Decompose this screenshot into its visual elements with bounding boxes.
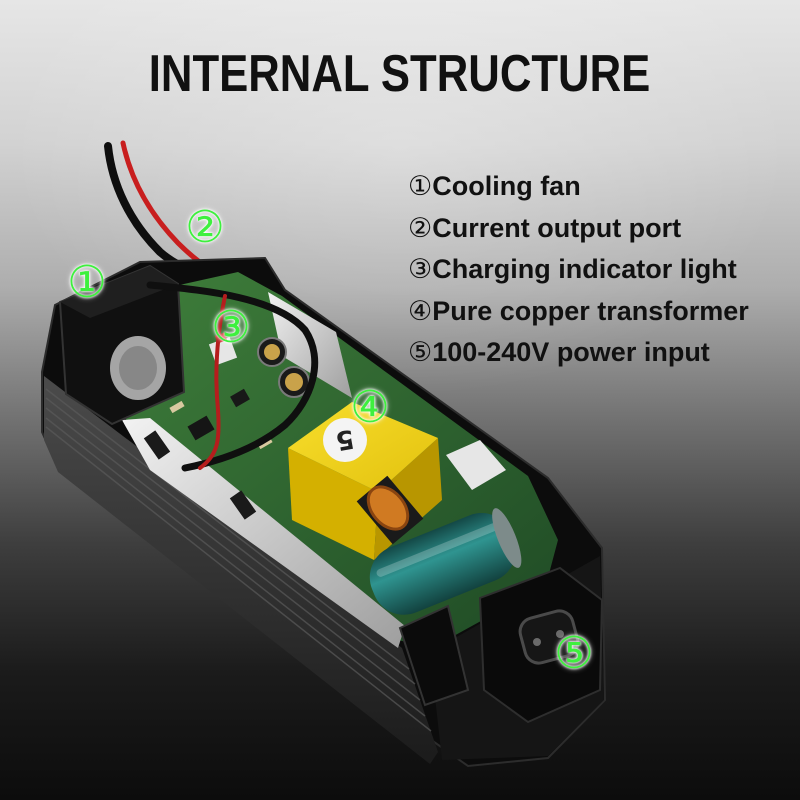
transformer-sticker [323, 418, 367, 462]
callout-indicator-light: ③ [211, 302, 251, 353]
transistor [229, 490, 257, 520]
transformer-mark: 5 [333, 423, 356, 456]
internal-black-wire [146, 281, 319, 472]
feature-marker: ③ [408, 254, 433, 285]
capacitor-top [285, 373, 303, 391]
feature-label: Charging indicator light [432, 254, 737, 284]
copper-coil [366, 485, 410, 531]
feature-item-indicator-light: ③Charging indicator light [408, 249, 749, 291]
emi-filter-block [398, 604, 470, 707]
feature-marker: ② [408, 212, 433, 244]
page-title: INTERNAL STRUCTURE [149, 45, 651, 103]
heat-sink-strip [122, 418, 405, 648]
white-connector [446, 440, 506, 490]
feature-list: ①Cooling fan ②Current output port ③Charg… [408, 166, 749, 374]
fan-top-face [60, 266, 178, 318]
internal-wiring [146, 281, 319, 472]
callout-transformer: ④ [350, 382, 390, 433]
feature-label: Current output port [432, 212, 682, 243]
ridge-line [45, 417, 426, 717]
capacitor-highlight [376, 523, 498, 577]
ridge-line [45, 397, 416, 685]
feature-label: Pure copper transformer [432, 295, 749, 326]
copper-transformer: 5 [288, 402, 442, 560]
ridge-line [45, 388, 410, 670]
ic-chip [230, 388, 250, 408]
ridge-line [45, 426, 432, 732]
socket-opening [518, 609, 580, 665]
socket-pin [556, 630, 564, 638]
callout-power-input: ⑤ [554, 628, 594, 679]
fan-hub [119, 346, 157, 390]
feature-label: Cooling fan [432, 171, 581, 201]
title-bar: INTERNAL STRUCTURE [0, 46, 800, 102]
side-panel-ridges [45, 388, 432, 732]
feature-label: 100-240V power input [432, 337, 710, 367]
capacitor-body [369, 512, 516, 615]
transformer-left-face [288, 448, 378, 560]
power-input-socket [478, 566, 604, 724]
socket-pin [533, 638, 541, 646]
filter-capacitor [369, 508, 522, 615]
feature-marker: ④ [408, 295, 433, 327]
cooling-fan [58, 264, 186, 426]
internal-red-wire [198, 294, 227, 470]
feature-item-transformer: ④Pure copper transformer [408, 291, 749, 333]
feature-marker: ① [408, 171, 433, 202]
feature-marker: ⑤ [408, 337, 433, 368]
callout-cooling-fan: ① [67, 257, 107, 308]
transistor [143, 430, 171, 460]
capacitor-top [264, 344, 280, 360]
feature-item-power-input: ⑤100-240V power input [408, 332, 749, 374]
callout-output-port: ② [185, 202, 225, 253]
ic-chip [187, 415, 215, 441]
feature-item-output-port: ②Current output port [408, 208, 749, 250]
capacitor-end-cap [492, 508, 522, 568]
feature-item-cooling-fan: ①Cooling fan [408, 166, 749, 208]
ridge-line [45, 407, 421, 701]
resistor [169, 400, 185, 414]
